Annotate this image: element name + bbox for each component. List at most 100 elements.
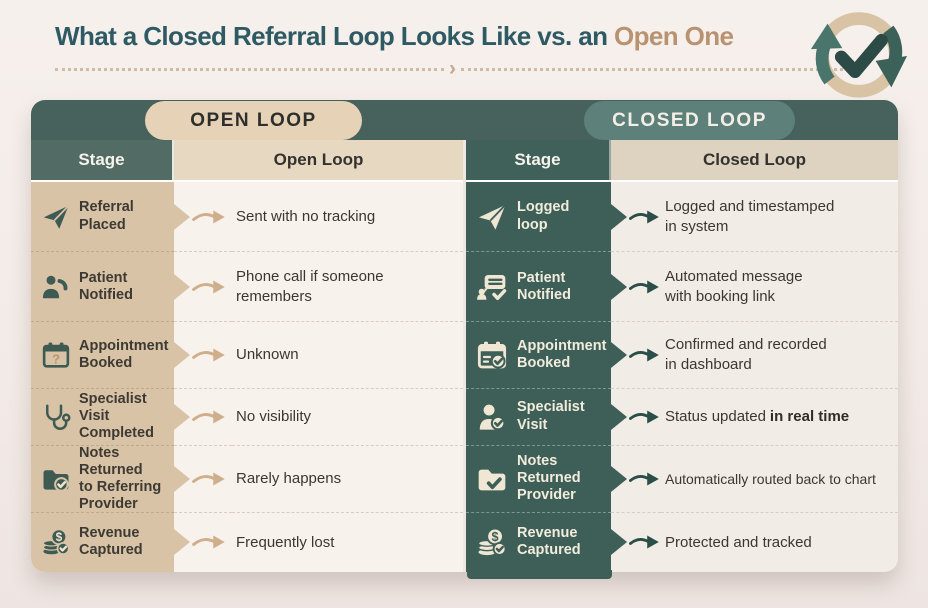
flow-arrow-icon [611,444,661,512]
coins-dollar-check-icon: $ [41,527,71,557]
closed-table-header: Stage Closed Loop [466,140,898,182]
table-row: $ Revenue Captured Frequently lost [31,511,463,572]
stage-label: Revenue Captured [79,525,143,559]
title-main: What a Closed Referral Loop Looks Like v… [55,21,608,51]
stage-label: Revenue Captured [517,525,581,559]
flow-arrow-icon [174,321,232,387]
stage-label: Specialist Visit [517,399,585,433]
calendar-question-icon: ? [41,340,71,370]
stage-cell: Referral Placed [31,182,190,252]
open-result-header: Open Loop [174,140,463,180]
result-cell: Automated message with booking link [661,251,898,321]
flow-arrow-icon [611,251,661,321]
result-text: Automated message with booking link [665,268,803,305]
stage-arrow-point [611,273,627,300]
stage-cell: Patient Notified [466,251,627,322]
result-text: Protected and tracked [665,533,812,551]
coins-dollar-check-icon: $ [476,526,509,558]
result-text: Logged and timestamped in system [665,198,835,235]
stage-arrow-point [611,203,627,230]
stage-arrow-point [611,341,627,368]
stage-arrow-point [611,403,627,430]
open-table-header: Stage Open Loop [31,140,463,182]
closed-stage-header: Stage [466,140,611,180]
result-cell: No visibility [232,387,463,445]
stage-arrow-point [174,403,190,430]
chevron-right-icon: › [449,57,456,80]
flow-arrow-icon [174,511,232,572]
flow-arrow-icon [174,251,232,321]
closed-table-body: Logged loop Logged and timestamped in sy… [466,182,898,572]
stage-label: Specialist Visit Completed [79,390,154,442]
result-cell: Sent with no tracking [232,182,463,251]
result-text: No visibility [236,407,312,425]
closed-loop-pill: CLOSED LOOP [584,101,795,140]
result-text: Phone call if someone remembers [236,268,384,305]
divider-line [461,67,850,71]
calendar-check-icon [476,339,509,371]
open-loop-table: Stage Open Loop Referral Placed [31,140,463,572]
flow-arrow-icon [174,182,232,251]
table-row: Notes Returned to Referring Provider Rar… [31,445,463,512]
stage-arrow-point [174,465,190,492]
result-cell: Automatically routed back to chart [661,444,898,512]
result-cell: Confirmed and recorded in dashboard [661,321,898,387]
open-stage-header: Stage [31,140,174,180]
stage-cell: Patient Notified [31,251,190,322]
stage-cell: Specialist Visit Completed [31,387,190,445]
stage-cell: Logged loop [466,182,627,252]
stage-cell: Notes Returned Provider [466,444,627,512]
svg-text:$: $ [492,530,499,544]
flow-arrow-icon [174,387,232,445]
result-cell: Logged and timestamped in system [661,182,898,251]
stage-label: Notes Returned Provider [517,453,581,504]
person-check-icon [476,401,509,433]
tables-row: Stage Open Loop Referral Placed [31,140,898,572]
stage-label: Notes Returned to Referring Provider [79,444,162,512]
stage-cell: Specialist Visit [466,387,627,445]
flow-arrow-icon [611,387,661,445]
flow-arrow-icon [174,444,232,512]
stage-label: Appointment Booked [517,337,607,371]
divider-line [55,67,444,71]
closed-stage-column-base [467,570,612,579]
paper-plane-icon [41,202,71,232]
stage-arrow-point [174,273,190,300]
stage-label: Patient Notified [517,269,571,303]
patient-phone-icon [41,272,71,302]
refresh-check-icon [798,2,916,111]
svg-text:?: ? [52,351,60,366]
stage-arrow-point [611,465,627,492]
result-cell: Phone call if someone remembers [232,251,463,321]
open-loop-pill: OPEN LOOP [145,101,362,140]
stage-cell: Notes Returned to Referring Provider [31,444,190,512]
result-text-bold: in real time [769,407,850,425]
folder-check-icon [41,464,71,494]
stage-arrow-point [611,529,627,556]
flow-arrow-icon [611,321,661,387]
result-text: Rarely happens [236,470,342,487]
stage-cell: $ Revenue Captured [31,511,190,572]
result-text: Sent with no tracking [236,207,376,225]
open-table-body: Referral Placed Sent with no tracking [31,182,463,572]
chat-person-check-icon [476,271,509,303]
stage-label: Referral Placed [79,199,134,233]
paper-plane-icon [476,201,509,233]
table-row: $ Revenue Captured Protected and tracked [466,511,898,572]
table-row: Patient Notified Phone call if someone r… [31,251,463,322]
table-row: Logged loop Logged and timestamped in sy… [466,182,898,252]
svg-text:$: $ [56,530,63,544]
result-text: Unknown [236,346,299,364]
closed-loop-table: Stage Closed Loop Logged loop [466,140,898,572]
stage-arrow-point [174,341,190,368]
result-text: Automatically routed back to chart [665,470,876,487]
result-cell: Rarely happens [232,444,463,512]
table-row: Appointment Booked Confirmed and recorde… [466,321,898,388]
stethoscope-icon [41,402,71,432]
table-row: Notes Returned Provider Automatically ro… [466,444,898,512]
flow-arrow-icon [611,182,661,251]
table-row: Patient Notified Automated message with … [466,251,898,322]
title-divider: › [55,57,850,80]
result-cell: Frequently lost [232,511,463,572]
